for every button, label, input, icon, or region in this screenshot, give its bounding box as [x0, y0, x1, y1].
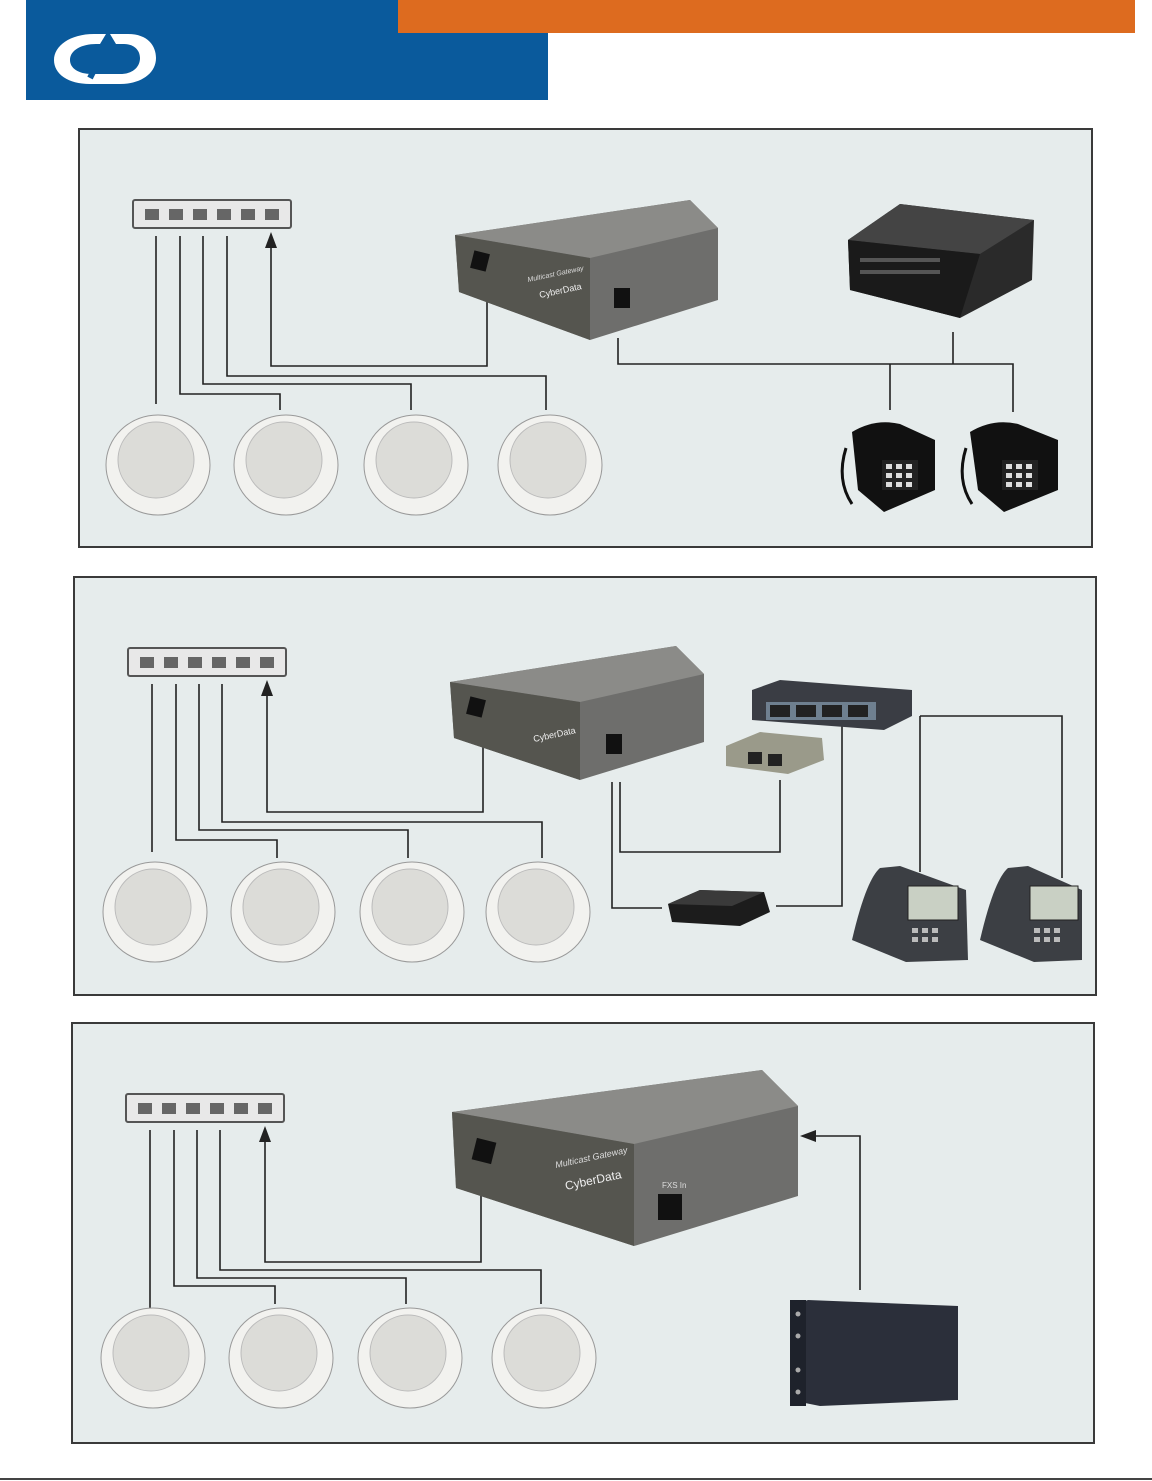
diagram-panel-3 — [71, 1022, 1095, 1444]
diagram-panel-2 — [73, 576, 1097, 996]
cyberdata-logo-icon — [54, 34, 156, 84]
diagram-panel-1 — [78, 128, 1093, 548]
header-orange-band — [398, 0, 1135, 33]
footer-rule — [0, 1478, 1152, 1480]
